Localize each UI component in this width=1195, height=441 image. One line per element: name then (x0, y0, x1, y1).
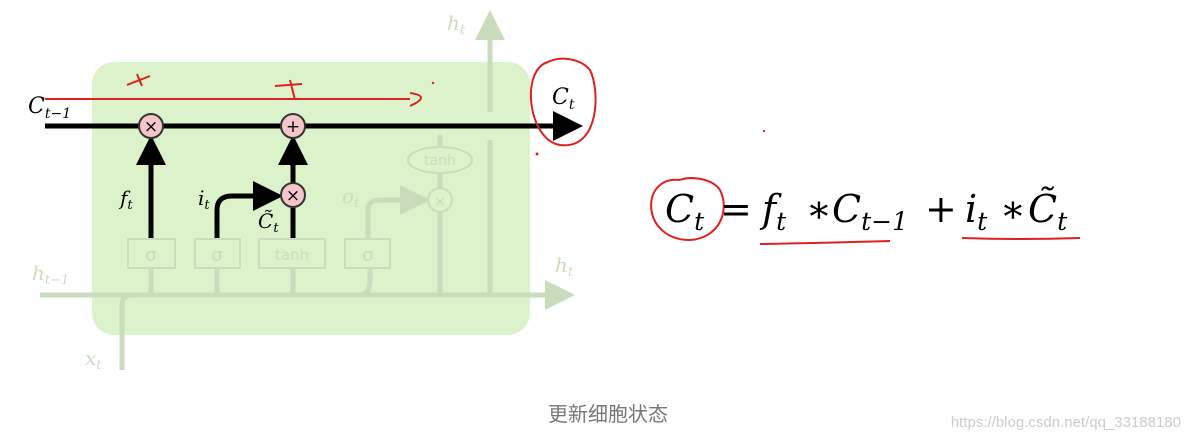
slide-caption: 更新细胞状态 (548, 402, 668, 426)
cell-box (92, 62, 530, 335)
add-op (280, 113, 306, 139)
active-paths (45, 111, 583, 238)
formula-star: ∗ (806, 187, 832, 231)
c-tilde-label: C̃t (258, 209, 279, 236)
forget-mul-op (138, 113, 164, 139)
mul-sign: × (144, 117, 158, 137)
watermark: https://blog.csdn.net/qq_33188180 (950, 414, 1181, 431)
h-right-label: ht (555, 253, 574, 280)
formula-star-2: ∗ (1000, 187, 1026, 231)
formula-plus: + (925, 187, 957, 231)
c-prev-label: Ct−1 (28, 94, 71, 122)
formula-i: it (965, 187, 988, 236)
gate-input-label: σ (211, 245, 222, 266)
formula-c-tilde: C̃t (1028, 187, 1068, 236)
o-label: ot (342, 184, 360, 211)
formula-eq: = (720, 187, 752, 231)
h-prev-label: ht−1 (32, 261, 69, 288)
c-out-label: Ct (552, 85, 575, 113)
gate-forget-label: σ (145, 245, 156, 266)
faded-mul-label: × (434, 194, 446, 210)
input-mul-op (280, 182, 306, 208)
handwritten-annotations (45, 57, 1081, 245)
faded-paths (40, 10, 575, 370)
tanh-op-label: tanh (424, 153, 456, 169)
mul-sign-2: × (286, 186, 300, 206)
formula-lhs: Ct (665, 187, 705, 236)
gate-tanh-label: tanh (275, 246, 309, 264)
cell-update-formula: Ct = ft ∗ Ct−1 + it ∗ C̃t (665, 187, 1068, 236)
x-label: xt (85, 346, 102, 373)
add-sign: + (286, 117, 300, 137)
h-top-label: ht (447, 11, 466, 38)
formula-c-prev: Ct−1 (832, 187, 908, 236)
formula-f: ft (759, 187, 787, 236)
gates (127, 146, 473, 269)
gate-output-label: σ (362, 245, 373, 266)
i-label: it (198, 186, 210, 213)
